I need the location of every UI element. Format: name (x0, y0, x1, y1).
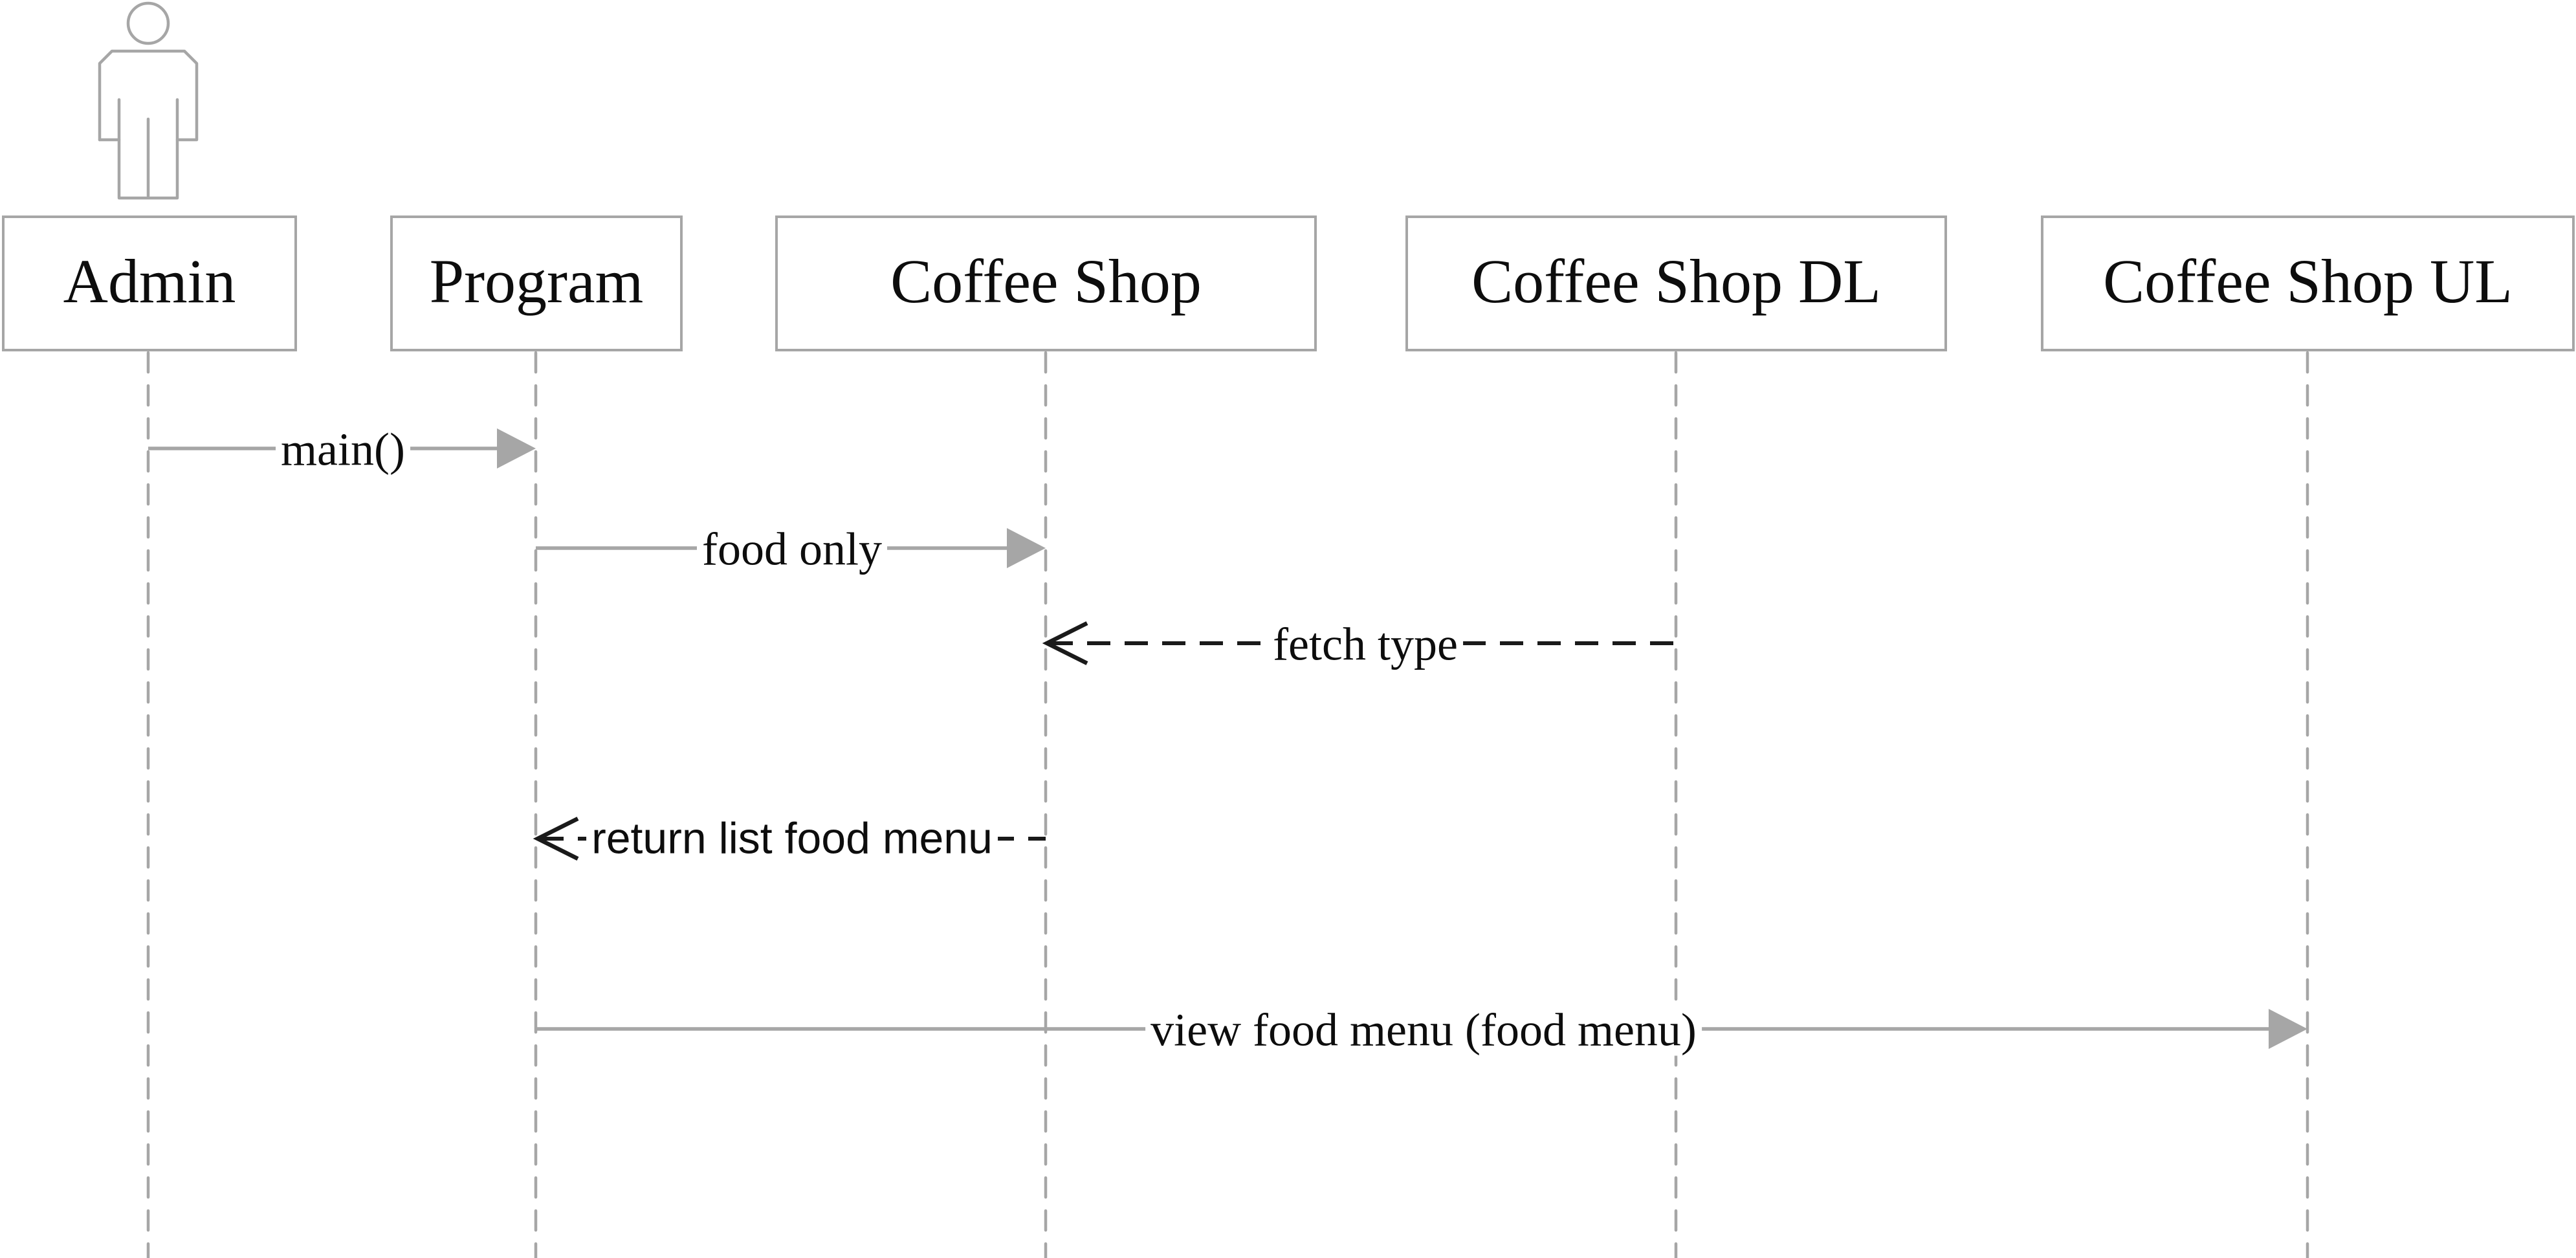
participant-box-coffee-shop: Coffee Shop (775, 215, 1317, 351)
filled-arrowhead-icon (497, 428, 536, 469)
message-label-main: main() (276, 424, 410, 476)
person-icon-torso (98, 49, 199, 142)
message-label-view-food-menu: view food menu (food menu) (1145, 1004, 1702, 1056)
participant-label: Admin (63, 247, 236, 316)
person-icon-legs (117, 98, 179, 200)
filled-arrowhead-icon (1007, 528, 1046, 568)
participant-label: Program (429, 247, 644, 316)
message-label-return-list-food-menu: return list food menu (586, 814, 998, 863)
participant-label: Coffee Shop DL (1471, 247, 1881, 316)
participant-label: Coffee Shop UL (2103, 247, 2513, 316)
participant-box-coffee-shop-dl: Coffee Shop DL (1405, 215, 1947, 351)
participant-box-program: Program (390, 215, 683, 351)
participant-box-admin: Admin (2, 215, 297, 351)
person-icon-head (126, 1, 170, 45)
participant-box-coffee-shop-ul: Coffee Shop UL (2041, 215, 2575, 351)
message-label-food-only: food only (697, 524, 887, 575)
message-label-fetch-type: fetch type (1268, 619, 1463, 670)
person-icon (98, 1, 199, 200)
open-arrowhead-icon (533, 817, 579, 861)
filled-arrowhead-icon (2269, 1009, 2307, 1049)
participant-label: Coffee Shop (890, 247, 1202, 316)
open-arrowhead-icon (1042, 621, 1088, 665)
